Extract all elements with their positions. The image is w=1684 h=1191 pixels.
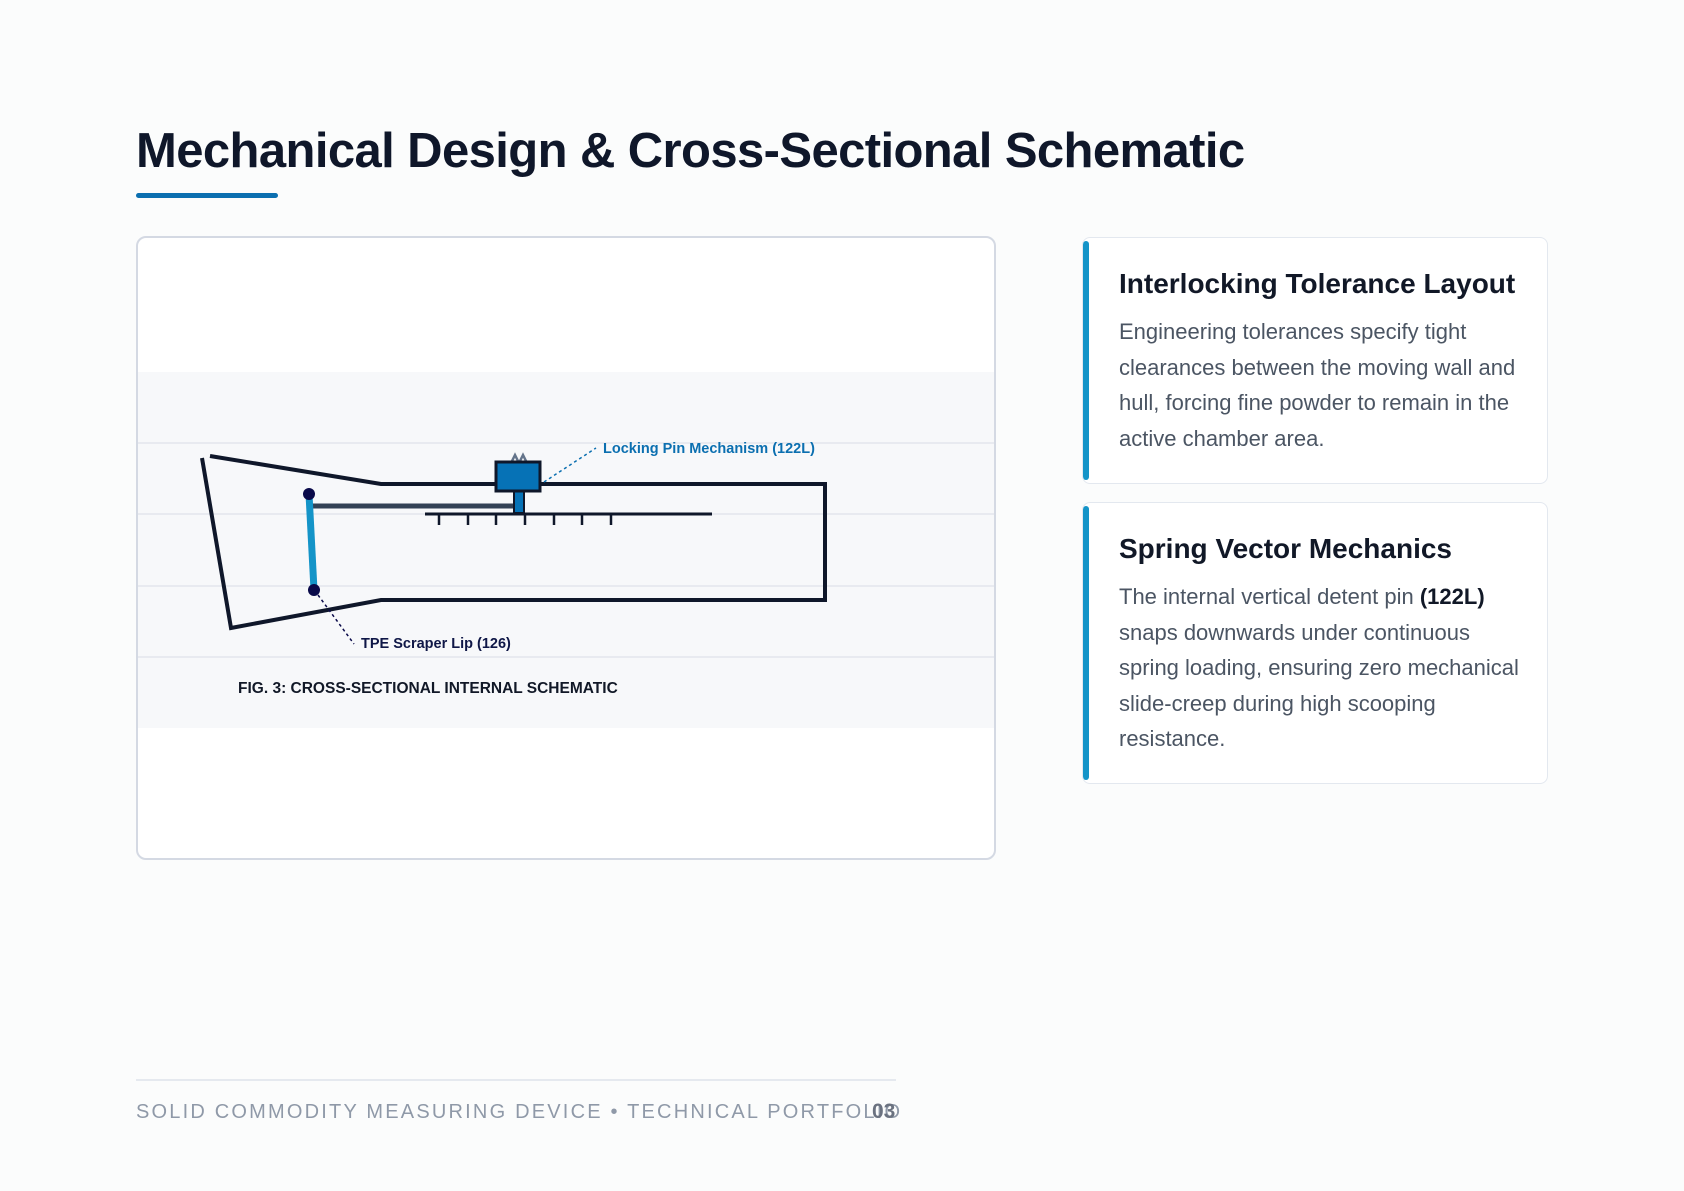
card-body-text: snaps downwards under continuous spring …	[1119, 619, 1519, 752]
scraper-bottom-pivot	[308, 584, 320, 596]
card-body-text: The internal vertical detent pin	[1119, 584, 1420, 609]
title-underline	[136, 193, 278, 198]
locking-pin-label: Locking Pin Mechanism (122L)	[603, 441, 815, 457]
card-body: Engineering tolerances specify tight cle…	[1119, 319, 1516, 451]
tolerance-layout-card: Interlocking Tolerance Layout Engineerin…	[1082, 237, 1548, 484]
grid-lines	[138, 442, 994, 658]
scraper-lip-label: TPE Scraper Lip (126)	[361, 636, 511, 652]
page-number: 03	[872, 1100, 896, 1123]
scraper-lip-leader	[317, 594, 355, 645]
card-title: Interlocking Tolerance Layout	[1119, 268, 1516, 299]
spring-mechanics-card: Spring Vector Mechanics The internal ver…	[1082, 502, 1548, 784]
scale-ticks	[437, 514, 613, 525]
footer-text: SOLID COMMODITY MEASURING DEVICE • TECHN…	[136, 1101, 903, 1123]
device-hull-outline	[200, 454, 827, 631]
footer-divider	[136, 1079, 896, 1081]
locking-pin-mechanism	[494, 452, 542, 514]
cross-section-schematic: Locking Pin Mechanism (122L) TPE Scraper…	[138, 372, 994, 728]
page-title: Mechanical Design & Cross-Sectional Sche…	[136, 124, 1245, 178]
card-title: Spring Vector Mechanics	[1119, 533, 1452, 564]
locking-pin-housing	[494, 460, 542, 493]
locking-pin-leader	[543, 447, 597, 483]
schematic-panel: Locking Pin Mechanism (122L) TPE Scraper…	[136, 236, 996, 860]
tpe-scraper-lip	[305, 493, 318, 591]
figure-caption: FIG. 3: CROSS-SECTIONAL INTERNAL SCHEMAT…	[238, 680, 618, 697]
diagram-background-band	[138, 372, 994, 728]
card-body-highlight: (122L)	[1419, 584, 1485, 609]
card-body: The internal vertical detent pin (122L) …	[1119, 579, 1519, 757]
locking-pin-shaft	[513, 490, 525, 514]
scraper-top-pivot	[303, 488, 315, 500]
